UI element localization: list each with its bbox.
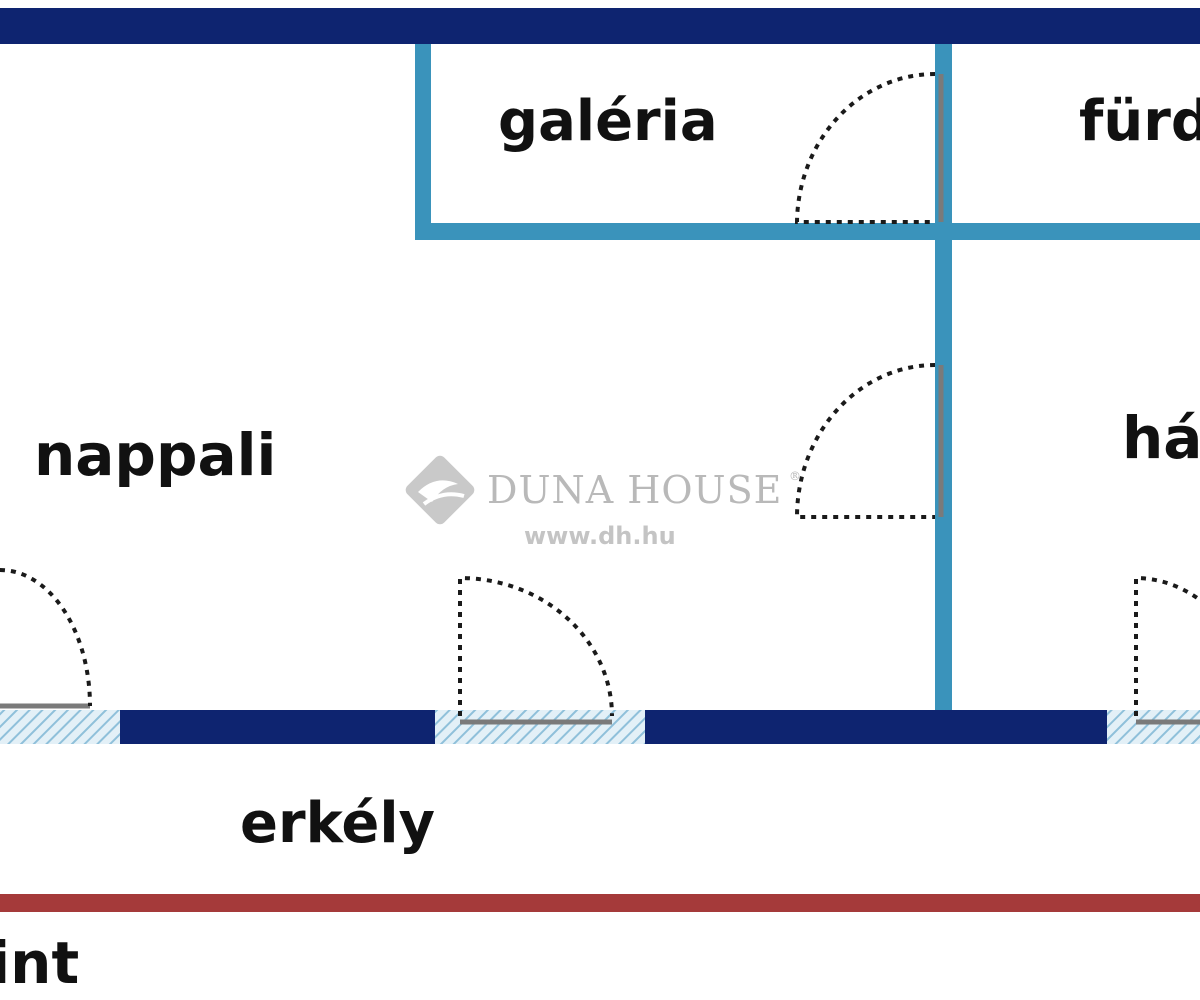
balcony-edge [0,894,1200,912]
watermark: DUNA HOUSE ® www.dh.hu [405,455,802,550]
door-swing-nappali [794,363,936,519]
door-swing-balcony-right [1134,575,1200,716]
balcony-openings [0,710,1200,744]
outer-wall-top [0,8,1200,44]
door-swing-galeria [794,72,936,224]
window-hatch [1107,710,1200,744]
room-label-haloszoba: hálószoba [1122,404,1200,472]
inner-wall-galeria-left [415,44,431,240]
watermark-url: www.dh.hu [524,522,676,550]
window-hatch [0,710,120,744]
room-label-galeria: galéria [498,89,718,154]
dh-diamond-logo-icon [405,455,475,525]
outer-wall-bottom-segment [120,710,435,744]
door-swing-balcony-middle [458,575,614,717]
room-label-furdo: fürdő [1079,89,1200,154]
door-leaves [0,74,1200,725]
watermark-brand: DUNA HOUSE [487,468,782,512]
outer-wall-bottom-segment [645,710,1107,744]
room-label-erkely: erkély [240,791,435,856]
door-swings [0,72,1200,717]
inner-wall-galeria-bottom [415,223,1200,240]
door-swing-balcony-left [0,568,92,707]
room-label-nappali: nappali [34,421,276,489]
watermark-registered-mark: ® [789,469,802,483]
outer-wall-bottom [120,710,1107,744]
level-label: szint [0,929,79,997]
